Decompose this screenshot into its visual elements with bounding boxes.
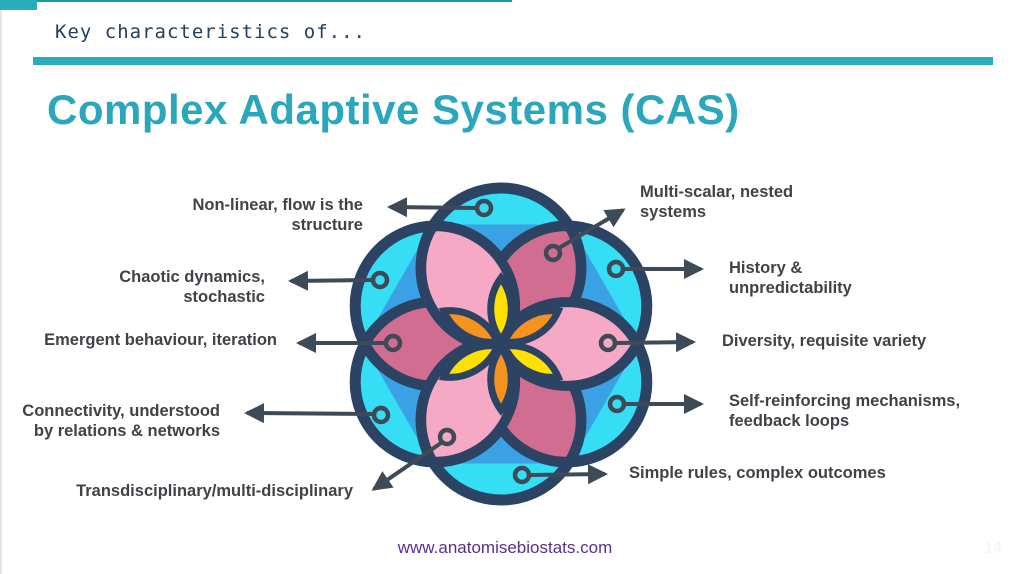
ring-emergent: [383, 333, 403, 353]
top-left-accent-bar: [0, 0, 37, 10]
arrow-chaotic: [288, 270, 373, 291]
slide-left-edge: [0, 8, 2, 574]
label-self-reinforcing: Self-reinforcing mechanisms, feedback lo…: [729, 392, 961, 430]
label-non-linear: Non-linear, flow is the structure: [192, 196, 363, 234]
ring-self-reinforcing: [607, 394, 627, 414]
title-divider-bar: [33, 57, 993, 65]
label-history: History & unpredictability: [729, 259, 852, 297]
label-multi-scalar: Multi-scalar, nested systems: [640, 183, 794, 221]
label-transdisciplinary: Transdisciplinary/multi-disciplinary: [76, 482, 353, 500]
ring-connectivity: [371, 405, 391, 425]
ring-non-linear: [474, 198, 494, 218]
footer-url: www.anatomisebiostats.com: [397, 538, 613, 557]
label-diversity: Diversity, requisite variety: [722, 332, 927, 350]
arrow-connectivity: [244, 403, 374, 424]
arrow-transdisciplinary: [371, 441, 443, 491]
ring-transdisciplinary: [437, 427, 457, 447]
kicker-text: Key characteristics of...: [55, 21, 366, 43]
ring-simple-rules: [512, 465, 532, 485]
ring-diversity: [598, 333, 618, 353]
arrow-diversity: [615, 332, 696, 353]
label-chaotic: Chaotic dynamics, stochastic: [119, 268, 265, 306]
connector-rings: [370, 198, 627, 485]
flower-center-petals: [438, 272, 564, 416]
arrow-non-linear: [387, 197, 477, 218]
page-number: 14: [984, 540, 1002, 557]
label-emergent: Emergent behaviour, iteration: [44, 331, 277, 349]
ring-chaotic: [370, 270, 390, 290]
arrow-simple-rules: [529, 464, 608, 485]
ring-multi-scalar: [543, 243, 563, 263]
top-edge-line: [0, 0, 512, 2]
arrow-multi-scalar: [557, 208, 626, 250]
label-connectivity: Connectivity, understood by relations & …: [22, 402, 220, 440]
label-simple-rules: Simple rules, complex outcomes: [629, 464, 886, 482]
ring-history: [606, 259, 626, 279]
connector-arrows: [244, 197, 704, 491]
page-title: Complex Adaptive Systems (CAS): [47, 86, 740, 133]
